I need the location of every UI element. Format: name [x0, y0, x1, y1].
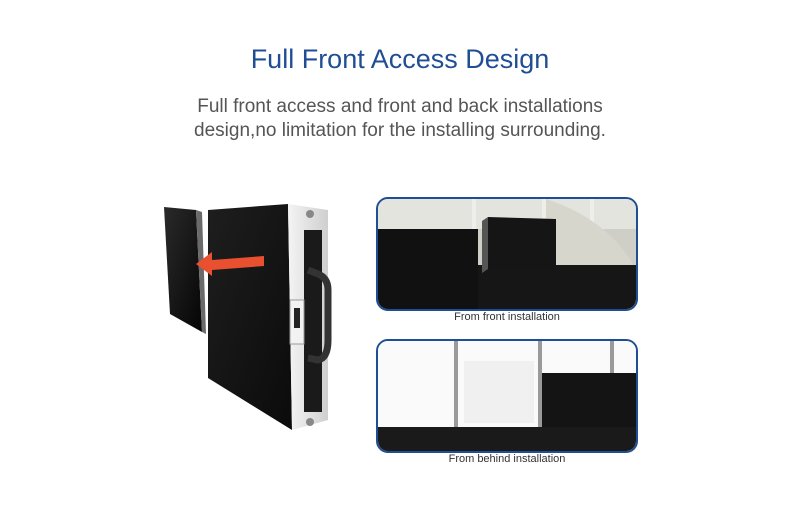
floating-module: [488, 217, 556, 269]
page-title: Full Front Access Design: [250, 44, 550, 74]
screw-icon: [306, 210, 314, 218]
red-arrow-icon: [196, 252, 264, 276]
behind-installation-image: [376, 339, 638, 453]
front-installation-image: [376, 197, 638, 311]
page-subtitle: Full front access and front and back ins…: [0, 95, 800, 143]
cabinet-handle: [306, 266, 332, 364]
back-screen: [542, 373, 636, 431]
subtitle-line-2: design,no limitation for the installing …: [194, 120, 606, 141]
installed-screen: [378, 229, 478, 309]
cabinet-front: [208, 204, 292, 430]
caption-back: From behind installation: [448, 453, 566, 465]
screw-icon: [306, 418, 314, 426]
subtitle-line-1: Full front access and front and back ins…: [197, 96, 603, 117]
caption-front: From front installation: [454, 311, 560, 323]
led-module: [164, 207, 202, 332]
led-cabinet-illustration: [150, 190, 350, 445]
